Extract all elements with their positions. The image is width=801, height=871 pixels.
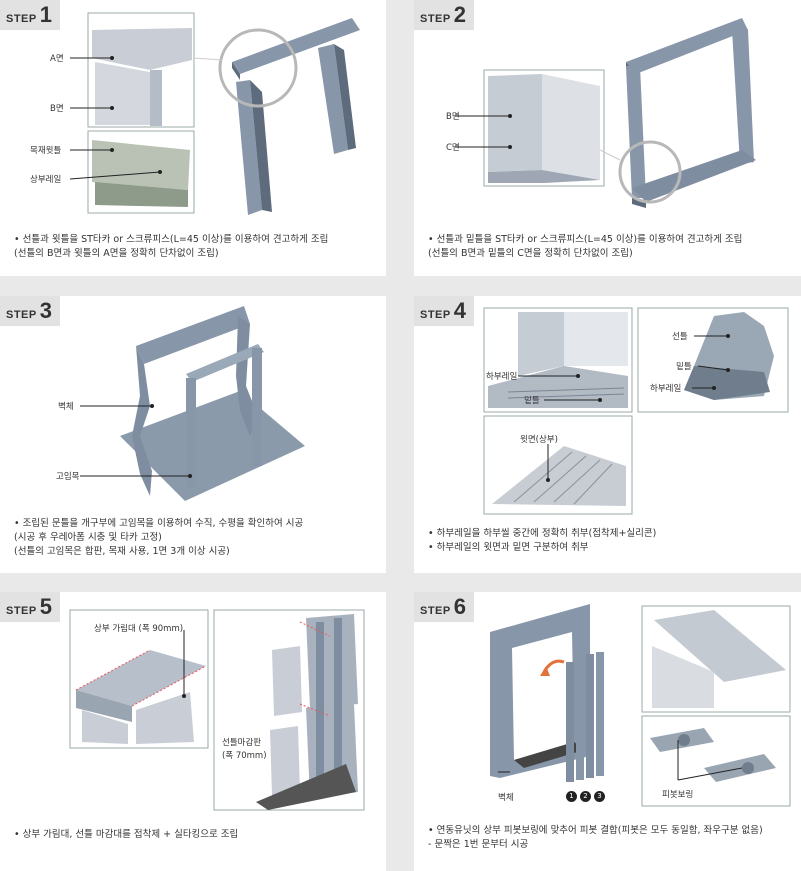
label-sill: 밑틀 — [524, 396, 540, 406]
step-word: STEP — [420, 605, 451, 617]
label-wall: 벽체 — [498, 793, 514, 803]
label-top-face: 윗면(상부) — [520, 435, 558, 445]
label-b-face: B면 — [446, 112, 460, 122]
step3-illustration — [80, 306, 305, 501]
step5-caption: • 상부 가림대, 선틀 마감대를 접착제 + 실타킹으로 조립 — [14, 828, 238, 842]
caption-line: (선틀의 B면과 밑틀의 C면을 정확히 단차없이 조립) — [428, 248, 633, 259]
step4-illustration — [483, 307, 789, 515]
caption-line: • 연동유닛의 상부 피봇보링에 맞추어 피봇 결합(피봇은 모두 동일함, 좌… — [428, 825, 763, 836]
caption-line: • 선틀과 밑틀을 ST타카 or 스크류피스(L=45 이상)를 이용하여 견… — [428, 234, 743, 245]
caption-line: • 상부 가림대, 선틀 마감대를 접착제 + 실타킹으로 조립 — [14, 829, 239, 840]
step-word: STEP — [420, 309, 451, 321]
label-a-face: A면 — [50, 54, 64, 64]
label-top-frame: 목재윗틀 — [30, 146, 62, 156]
label-b-face: B면 — [50, 104, 64, 114]
step4-panel: STEP 4 하부레일 밑틀 선틀 밑틀 하부레일 윗면(상부) • 하부레일을… — [414, 296, 801, 573]
step4-badge: STEP 4 — [414, 296, 474, 326]
step2-panel: STEP 2 B면 C면 • 선틀과 밑틀을 ST타카 or 스크류피스(L=4… — [414, 0, 801, 276]
label-upper-cover: 상부 가림대 (폭 90mm) — [94, 624, 184, 634]
label-wall: 벽체 — [58, 402, 74, 412]
step3-badge: STEP 3 — [0, 296, 60, 326]
step5-illustration — [69, 609, 365, 811]
step2-caption: • 선틀과 밑틀을 ST타카 or 스크류피스(L=45 이상)를 이용하여 견… — [428, 233, 742, 261]
step1-caption: • 선틀과 윗틀을 ST타카 or 스크류피스(L=45 이상)를 이용하여 견… — [14, 233, 328, 261]
step1-panel: STEP 1 A면 B면 목재윗틀 상부레일 • 선틀과 윗틀을 ST타카 or… — [0, 0, 386, 276]
step6-panel: STEP 6 벽체 피봇보링 1 2 3 • 연동유닛의 상부 피봇보링에 맞추… — [414, 592, 801, 871]
label-c-face: C면 — [446, 143, 460, 153]
step-word: STEP — [420, 13, 451, 25]
step3-panel: STEP 3 벽체 고임목 • 조립된 문틀을 개구부에 고임목을 이용하여 수… — [0, 296, 386, 573]
label-shim: 고임목 — [56, 472, 80, 482]
step6-badge: STEP 6 — [414, 592, 474, 622]
caption-line: (시공 후 우레아폼 시충 및 타카 고정) — [14, 532, 162, 543]
label-frame-finish-width: (폭 70mm) — [222, 751, 267, 761]
step5-badge: STEP 5 — [0, 592, 60, 622]
step5-panel: STEP 5 상부 가림대 (폭 90mm) 선틀마감판 (폭 70mm) • … — [0, 592, 386, 871]
step-number: 4 — [453, 298, 466, 323]
door-number-2: 2 — [580, 791, 591, 802]
caption-line: • 선틀과 윗틀을 ST타카 or 스크류피스(L=45 이상)를 이용하여 견… — [14, 234, 329, 245]
door-number-3: 3 — [594, 791, 605, 802]
caption-line: • 하부레일의 윗면과 밑면 구분하여 취부 — [428, 542, 589, 553]
step-number: 5 — [39, 594, 52, 619]
step4-caption: • 하부레일을 하부씰 중간에 정확히 취부(접착제+실리콘) • 하부레일의 … — [428, 527, 656, 555]
step1-illustration — [69, 12, 360, 215]
step3-caption: • 조립된 문틀을 개구부에 고임목을 이용하여 수직, 수평을 확인하여 시공… — [14, 517, 303, 559]
step6-caption: • 연동유닛의 상부 피봇보링에 맞추어 피봇 결합(피봇은 모두 동일함, 좌… — [428, 824, 763, 852]
label-lower-rail: 하부레일 — [650, 384, 682, 394]
label-pivot-bearing: 피봇보링 — [662, 790, 694, 800]
step-number: 3 — [39, 298, 52, 323]
step-number: 2 — [453, 2, 466, 27]
step-word: STEP — [6, 605, 37, 617]
label-lower-rail: 하부레일 — [486, 372, 518, 382]
step-word: STEP — [6, 309, 37, 321]
step2-badge: STEP 2 — [414, 0, 474, 30]
label-upper-rail: 상부레일 — [30, 175, 62, 185]
caption-line: (선틀의 B면과 윗틀의 A면을 정확히 단차없이 조립) — [14, 248, 219, 259]
caption-line: • 하부레일을 하부씰 중간에 정확히 취부(접착제+실리콘) — [428, 528, 657, 539]
label-frame-finish: 선틀마감판 — [222, 738, 262, 748]
label-sill: 밑틀 — [676, 362, 692, 372]
label-side-frame: 선틀 — [672, 332, 688, 342]
caption-line: - 문짝은 1번 문부터 시공 — [428, 839, 529, 850]
caption-line: (선틀의 고임목은 합판, 목재 사용, 1면 3개 이상 시공) — [14, 546, 230, 557]
step-word: STEP — [6, 13, 37, 25]
caption-line: • 조립된 문틀을 개구부에 고임목을 이용하여 수직, 수평을 확인하여 시공 — [14, 518, 304, 529]
door-number-1: 1 — [566, 791, 577, 802]
step-number: 6 — [453, 594, 466, 619]
step6-illustration — [490, 604, 791, 807]
step2-illustration — [454, 18, 756, 208]
step-number: 1 — [39, 2, 52, 27]
step1-badge: STEP 1 — [0, 0, 60, 30]
